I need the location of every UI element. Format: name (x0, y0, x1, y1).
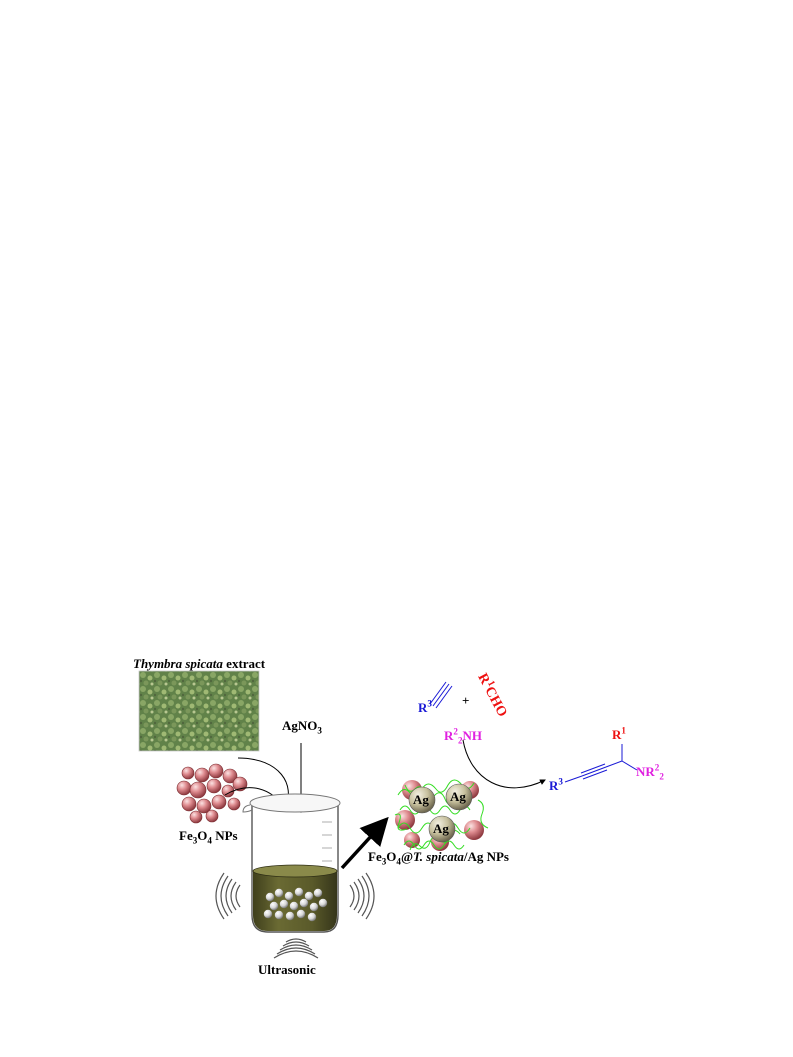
fe3o4-tail: NPs (211, 828, 238, 843)
catalyst-fe: Fe (368, 849, 382, 864)
beaker-to-catalyst-arrow (340, 816, 389, 870)
reaction-arrow (462, 739, 546, 789)
product-nr-sub: 2 (659, 771, 664, 782)
r3-letter: R (418, 700, 428, 715)
product-r1-label: R1 (612, 725, 626, 742)
fe3o4-sub3: 3 (192, 835, 198, 846)
catalyst-o: O (386, 849, 397, 864)
ultrasonic-wave-left-icon (215, 872, 241, 920)
catalyst-sub3: 3 (381, 856, 387, 867)
alkyne-reactant-bonds (429, 681, 453, 709)
catalyst-sub4: 4 (396, 856, 401, 867)
fe3o4-o: O (197, 828, 208, 843)
catalyst-label: Fe3O4@T. spicata/Ag NPs (368, 849, 509, 866)
plus-sign: + (462, 693, 470, 708)
propargylamine-product-bonds (564, 744, 638, 783)
agno3-subscript: 3 (317, 725, 322, 736)
ultrasonic-wave-right-icon (349, 872, 375, 920)
r3-reactant-label: R3 (418, 698, 432, 715)
ultrasonic-wave-bottom-icon (273, 938, 319, 959)
product-r3-sup: 3 (558, 776, 563, 787)
product-nr: NR (636, 764, 655, 779)
beaker-liquid (252, 864, 338, 931)
ag-label-1: Ag (413, 792, 429, 807)
product-r3-letter: R (549, 778, 559, 793)
fe3o4-nps-label: Fe3O4 NPs (179, 828, 238, 845)
amine-tail: NH (462, 728, 482, 743)
ag-label-2: Ag (450, 789, 466, 804)
agno3-label: AgNO3 (282, 718, 322, 735)
product-r3-label: R3 (549, 776, 563, 793)
ag-label-3: Ag (433, 821, 449, 836)
fe3o4-particle-cluster (176, 763, 248, 824)
agno3-main: AgNO (282, 718, 318, 733)
amine-r: R (444, 728, 454, 743)
extract-label: Thymbra spicata extract (133, 657, 265, 670)
product-nr2-label: NR22 (636, 762, 664, 781)
extract-species-name: Thymbra spicata (133, 656, 223, 671)
catalyst-cluster (394, 779, 489, 851)
catalyst-italic: T. spicata (413, 849, 464, 864)
amine-sup: 2 (453, 726, 458, 737)
beaker (242, 793, 341, 933)
catalyst-at: @ (400, 849, 414, 864)
amine-label: R22NH (444, 726, 482, 745)
beaker-particles (263, 887, 328, 922)
product-r1-sup: 1 (621, 725, 626, 736)
fe3o4-fe: Fe (179, 828, 193, 843)
product-r1-letter: R (612, 727, 622, 742)
amine-sub: 2 (457, 735, 463, 746)
r3-sup: 3 (427, 698, 432, 709)
extract-word: extract (226, 656, 266, 671)
thymbra-extract-photo (138, 670, 260, 752)
fe3o4-sub4: 4 (207, 835, 212, 846)
product-nr-sup: 2 (654, 762, 660, 773)
catalyst-tail: /Ag NPs (463, 849, 509, 864)
ultrasonic-label: Ultrasonic (258, 962, 316, 977)
